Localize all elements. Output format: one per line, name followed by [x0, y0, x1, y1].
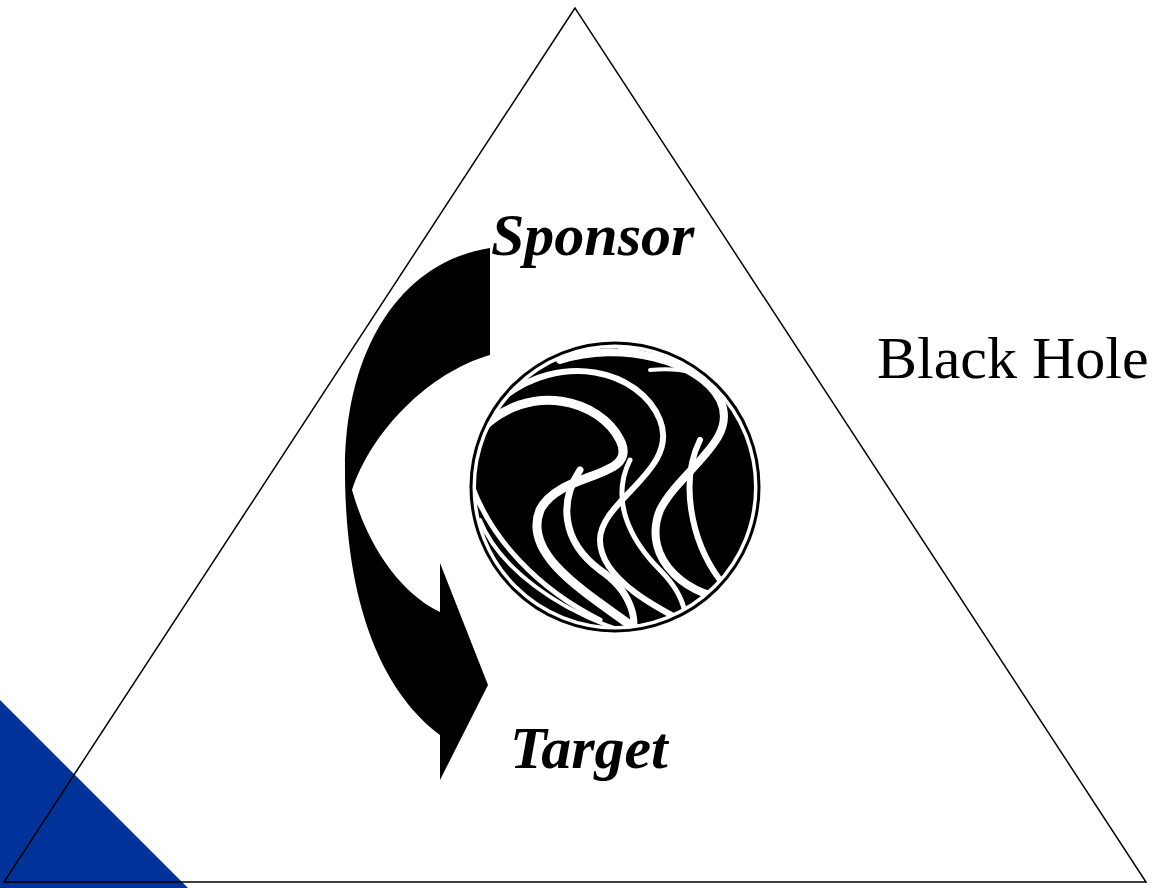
caption-label: Black Hole	[877, 328, 1149, 388]
role-label: Target	[510, 718, 668, 778]
corner-band	[0, 700, 188, 888]
triangle-outline	[4, 8, 1146, 882]
curved-arrow	[345, 248, 490, 780]
role-label: Sponsor	[491, 205, 694, 265]
black-hole-sphere	[470, 343, 760, 640]
